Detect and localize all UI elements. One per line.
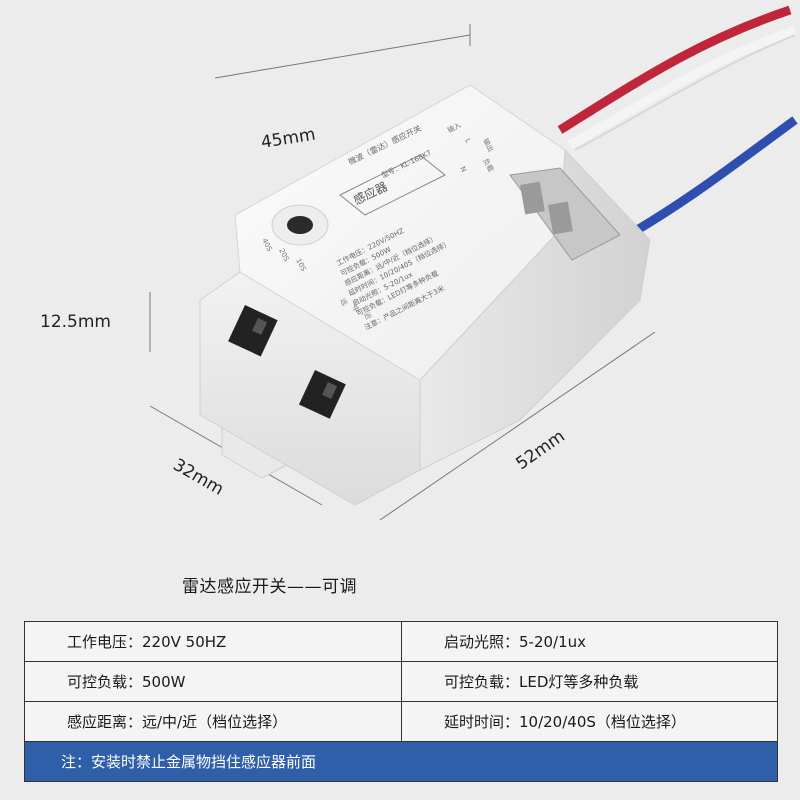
dimension-length: 45mm <box>260 125 317 153</box>
spec-row: 感应距离：远/中/近（档位选择） 延时时间：10/20/40S（档位选择） <box>25 702 777 742</box>
dimension-width: 32mm <box>170 455 227 500</box>
red-wire <box>557 5 792 134</box>
sensor-module: 感应器 微波（雷达）感应开关 型号：KL-168K7 工作电压：220V/50H… <box>199 84 651 506</box>
notice-bar: 注：安装时禁止金属物挡住感应器前面 <box>25 742 777 781</box>
dimension-lines <box>149 24 656 521</box>
product-title: 雷达感应开关——可调 <box>182 577 357 597</box>
white-wire <box>567 25 797 149</box>
spec-cell-load: 可控负载：500W <box>67 673 186 691</box>
svg-text:中: 中 <box>350 304 361 314</box>
spec-row: 工作电压：220V 50HZ 启动光照：5-20/1ux <box>25 622 777 662</box>
svg-text:近: 近 <box>362 311 373 321</box>
spec-cell-load-type: 可控负载：LED灯等多种负载 <box>401 662 777 701</box>
spec-cell-range: 感应距离：远/中/近（档位选择） <box>67 713 288 731</box>
spec-row: 可控负载：500W 可控负载：LED灯等多种负载 <box>25 662 777 702</box>
spec-cell-light: 启动光照：5-20/1ux <box>401 622 777 661</box>
blue-wire <box>617 116 798 244</box>
dimension-height: 12.5mm <box>40 312 111 332</box>
svg-text:远: 远 <box>338 297 348 307</box>
product-photo: 45mm 12.5mm 32mm 52mm <box>40 5 798 521</box>
range-marks: 远 中 近 <box>338 297 373 321</box>
wires <box>557 5 798 244</box>
spec-table: 工作电压：220V 50HZ 启动光照：5-20/1ux 可控负载：500W 可… <box>24 621 778 782</box>
svg-text:L: L <box>463 137 472 144</box>
svg-text:N: N <box>458 165 468 173</box>
spec-cell-voltage: 工作电压：220V 50HZ <box>67 633 227 651</box>
dimension-depth: 52mm <box>512 426 568 474</box>
light-sensor-icon <box>287 216 313 234</box>
spec-cell-delay: 延时时间：10/20/40S（档位选择） <box>401 702 777 741</box>
